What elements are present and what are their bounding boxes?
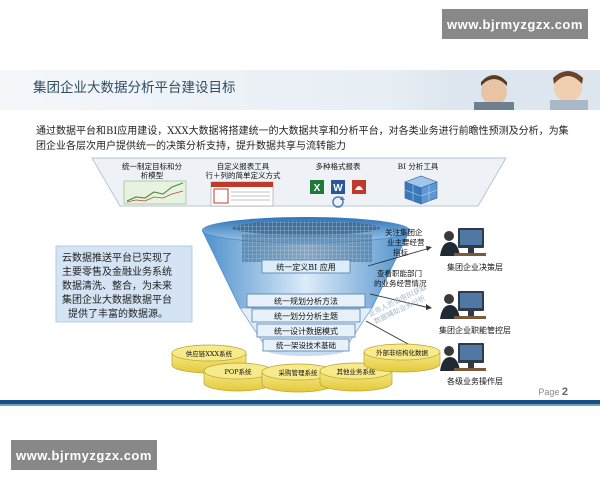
pdf-icon bbox=[352, 180, 366, 194]
callout-functional-line: 查看职能部门 bbox=[377, 268, 422, 278]
source-system: 采购管理系统 bbox=[261, 363, 335, 393]
left-note-box bbox=[55, 245, 193, 323]
callout-decision-line: 关注集团企 bbox=[385, 227, 423, 237]
funnel-layer-label: 统一设计数据模式 bbox=[274, 326, 338, 336]
user-group-label: 各级业务操作层 bbox=[447, 376, 503, 386]
panel-goal-model: 统一制定目标和分 析模型 bbox=[122, 161, 187, 205]
bottom-rule bbox=[0, 400, 600, 404]
source-system-label: 采购管理系统 bbox=[279, 368, 319, 377]
callout-functional: 查看职能部门 的业务经营情况 bbox=[374, 268, 427, 288]
panel-goal-model-line2: 析模型 bbox=[141, 170, 164, 180]
funnel-layer-label: 统一架设技术基础 bbox=[276, 340, 336, 350]
funnel-layer: 统一设计数据模式 bbox=[256, 323, 356, 338]
excel-icon: X bbox=[310, 180, 324, 194]
cube-icon bbox=[404, 175, 438, 205]
page-number: Page 2 bbox=[538, 386, 568, 398]
intro-paragraph: 通过数据平台和BI应用建设，XXX大数据将搭建统一的大数据共享和分析平台，对各类… bbox=[36, 126, 569, 152]
left-note-line: 数据清洗、整合，为未来 bbox=[62, 281, 172, 292]
funnel-layer: 统一定义BI 应用 bbox=[261, 259, 351, 274]
panel-custom-report-line2: 行＋列的简单定义方式 bbox=[206, 170, 281, 180]
user-group-label: 集团企业职能管控层 bbox=[439, 325, 511, 335]
watermark-top: www.bjrmyzgzx.com bbox=[442, 9, 588, 39]
funnel-layer: 统一规划分析方法 bbox=[246, 293, 366, 308]
watermark-bottom: www.bjrmyzgzx.com bbox=[11, 440, 157, 470]
left-note-line: 集团企业大数据数据平台 bbox=[62, 295, 172, 306]
report-table-icon bbox=[210, 181, 274, 207]
left-note-line: 云数据推送平台已实现了 bbox=[62, 253, 172, 264]
panel-bi-tools: BI 分析工具 bbox=[398, 161, 439, 205]
callout-decision-line: 指标 bbox=[393, 247, 408, 257]
funnel-layer-label: 统一规划分析方法 bbox=[274, 296, 338, 306]
tools-tray bbox=[91, 157, 507, 207]
slide-title: 集团企业大数据分析平台建设目标 bbox=[33, 80, 236, 96]
refresh-icon bbox=[332, 196, 345, 208]
word-icon: W bbox=[331, 180, 345, 194]
left-note: 云数据推送平台已实现了 主要零售及金融业务系统 数据清洗、整合，为未来 集团企业… bbox=[62, 252, 190, 322]
panel-multi-format: 多种格式报表 X W bbox=[310, 161, 366, 208]
line-chart-icon bbox=[123, 180, 187, 205]
svg-text:X: X bbox=[314, 183, 321, 194]
source-system-label: 供应链XXX系统 bbox=[186, 349, 233, 358]
source-system: 外部非结构化数据 bbox=[363, 343, 441, 373]
page-number-value: 2 bbox=[561, 386, 568, 398]
panel-custom-report-line1: 自定义报表工具 bbox=[217, 161, 270, 171]
slide: 集团企业大数据分析平台建设目标 通过数据平台和BI应用建设，XXX大数据将搭建统… bbox=[0, 70, 600, 410]
platform-diagram: 统一制定目标和分 析模型 自定义报表工具 行＋列的简单定义方式 多种格 bbox=[55, 157, 511, 393]
funnel-layer-label: 统一划分分析主题 bbox=[274, 311, 338, 321]
source-system-label: POP系统 bbox=[224, 367, 252, 376]
page-label: Page bbox=[538, 387, 560, 397]
svg-text:W: W bbox=[333, 183, 343, 194]
bottom-rule-accent bbox=[0, 404, 600, 406]
left-note-line: 提供了丰富的数据源。 bbox=[68, 309, 168, 320]
source-system-label: 外部非结构化数据 bbox=[376, 348, 429, 357]
source-system-label: 其他业务系统 bbox=[337, 367, 377, 376]
panel-bi-tools-label: BI 分析工具 bbox=[398, 161, 439, 171]
funnel-layer: 统一架设技术基础 bbox=[262, 338, 350, 352]
callout-functional-line: 的业务经营情况 bbox=[374, 278, 427, 288]
panel-multi-format-label: 多种格式报表 bbox=[316, 161, 361, 171]
funnel-layer-label: 统一定义BI 应用 bbox=[276, 262, 336, 272]
user-at-computer-icon bbox=[440, 228, 486, 256]
user-at-computer-icon bbox=[440, 291, 486, 319]
callout-decision: 关注集团企 业主要经营 指标 bbox=[385, 227, 425, 257]
panel-goal-model-line1: 统一制定目标和分 bbox=[122, 161, 182, 171]
user-group-label: 集团企业决策层 bbox=[447, 262, 503, 272]
callout-decision-line: 业主要经营 bbox=[387, 237, 425, 247]
left-note-line: 主要零售及金融业务系统 bbox=[62, 267, 172, 278]
user-at-computer-icon bbox=[440, 343, 486, 371]
panel-custom-report: 自定义报表工具 行＋列的简单定义方式 bbox=[206, 161, 281, 207]
funnel-layer: 统一划分分析主题 bbox=[251, 308, 361, 323]
people-photo bbox=[460, 70, 600, 110]
